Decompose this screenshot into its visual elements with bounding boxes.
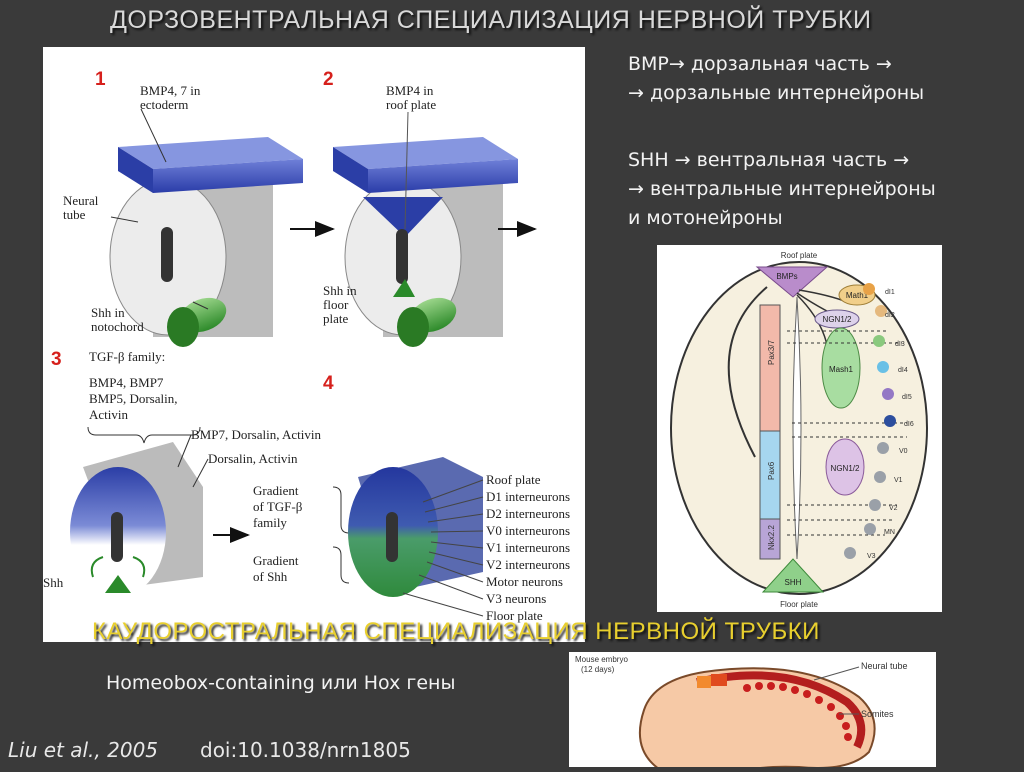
ngn12-bottom-label: NGN1/2: [831, 464, 860, 473]
bmp-description: BMP→ дорзальная часть → → дорзальные инт…: [628, 50, 1018, 108]
p4-gradient-1: of TGF-β: [253, 499, 303, 514]
p4-level-1: D1 interneurons: [486, 489, 570, 504]
p1-shh-label-1: Shh in: [91, 305, 125, 320]
class-v3: V3: [867, 553, 876, 560]
p1-bmp-label-1: BMP4, 7 in: [140, 83, 201, 98]
class-di5: dI5: [902, 394, 912, 401]
nkx22-label: Nkx2.2: [767, 525, 776, 550]
p1-shh-label-2: notochord: [91, 319, 144, 334]
slide-title: ДОРЗОВЕНТРАЛЬНАЯ СПЕЦИАЛИЗАЦИЯ НЕРВНОЙ Т…: [110, 6, 871, 35]
p3-family-1: BMP4, BMP7: [89, 375, 164, 390]
embryo-diagram: Mouse embryo (12 days) Neural tube Somit…: [569, 652, 936, 767]
class-v2: V2: [889, 505, 898, 512]
p4-level-2: D2 interneurons: [486, 506, 570, 521]
p2-bmp-label-1: BMP4 in: [386, 83, 434, 98]
class-di6: dI6: [904, 421, 914, 428]
class-v1: V1: [894, 477, 903, 484]
pax37-label: Pax3/7: [767, 340, 776, 365]
roof-plate-label: Roof plate: [781, 251, 818, 260]
text-line-5: и мотонейроны: [628, 204, 1018, 233]
ngn12-top-label: NGN1/2: [823, 315, 852, 324]
panel-number-1: 1: [95, 69, 106, 90]
class-mn: MN: [884, 529, 895, 536]
panel-number-3: 3: [51, 349, 62, 370]
p4-gradient-4: of Shh: [253, 569, 288, 584]
bmps-label: BMPs: [776, 272, 797, 281]
floor-plate-label: Floor plate: [780, 600, 818, 609]
citation-authors: Liu et al., 2005: [8, 738, 158, 762]
p2-shh-label-3: plate: [323, 311, 348, 326]
p4-gradient-2: family: [253, 515, 287, 530]
domain-diagram: Roof plate Floor plate BMPs SHH Pax3/7 P…: [657, 245, 942, 612]
domain-diagram-panel: Roof plate Floor plate BMPs SHH Pax3/7 P…: [657, 245, 942, 612]
p1-tube-label-2: tube: [63, 207, 86, 222]
p4-level-0: Roof plate: [486, 472, 541, 487]
embryo-caption-2: (12 days): [581, 665, 615, 674]
p1-bmp-label-2: ectoderm: [140, 97, 188, 112]
neural-tube-figure: 1 BMP4, 7 in ectoderm Neural tube Shh in…: [43, 47, 585, 642]
p2-shh-label-2: floor: [323, 297, 349, 312]
embryo-panel: Mouse embryo (12 days) Neural tube Somit…: [569, 652, 936, 767]
p3-shh-label: Shh: [43, 575, 64, 590]
figure-panel: 1 BMP4, 7 in ectoderm Neural tube Shh in…: [43, 47, 585, 642]
p4-level-5: V2 interneurons: [486, 557, 570, 572]
p3-label-bmp7: BMP7, Dorsalin, Activin: [191, 427, 322, 442]
class-v0: V0: [899, 448, 908, 455]
class-di2: dI2: [885, 312, 895, 319]
p3-family-2: BMP5, Dorsalin,: [89, 391, 177, 406]
text-line-2: → дорзальные интернейроны: [628, 79, 1018, 108]
p3-family-0: TGF-β family:: [89, 349, 165, 364]
text-line-1: BMP→ дорзальная часть →: [628, 50, 1018, 79]
p4-level-6: Motor neurons: [486, 574, 563, 589]
class-di1: dI1: [885, 289, 895, 296]
p4-level-7: V3 neurons: [486, 591, 546, 606]
mash1-label: Mash1: [829, 365, 854, 374]
text-line-3: SHH → вентральная часть →: [628, 146, 1018, 175]
p1-tube-label-1: Neural: [63, 193, 99, 208]
p4-gradient-0: Gradient: [253, 483, 299, 498]
shh-label: SHH: [785, 578, 802, 587]
embryo-label-somites: Somites: [861, 709, 894, 719]
panel-2-diagram: BMP4 in roof plate Shh in floor plate: [323, 83, 518, 347]
embryo-label-neural-tube: Neural tube: [861, 661, 908, 671]
citation-doi: doi:10.1038/nrn1805: [200, 738, 411, 762]
pax6-label: Pax6: [767, 461, 776, 480]
shh-description: SHH → вентральная часть → → вентральные …: [628, 146, 1018, 233]
panel-4-diagram: Gradient of TGF-β family Gradient of Shh: [253, 457, 570, 623]
p3-family-3: Activin: [89, 407, 128, 422]
panel-number-4: 4: [323, 373, 334, 394]
p4-level-3: V0 interneurons: [486, 523, 570, 538]
panel-number-2: 2: [323, 69, 334, 90]
p2-shh-label-1: Shh in: [323, 283, 357, 298]
panel-1-diagram: BMP4, 7 in ectoderm Neural tube Shh in n…: [63, 83, 303, 347]
hox-text: Homeobox-containing или Hox гены: [106, 672, 455, 694]
class-di4: dI4: [898, 367, 908, 374]
p4-level-4: V1 interneurons: [486, 540, 570, 555]
embryo-caption-1: Mouse embryo: [575, 655, 628, 664]
p2-bmp-label-2: roof plate: [386, 97, 436, 112]
text-line-4: → вентральные интернейроны: [628, 175, 1018, 204]
pax37-bar: [760, 305, 780, 431]
subtitle: КАУДОРОСТРАЛЬНАЯ СПЕЦИАЛИЗАЦИЯ НЕРВНОЙ Т…: [92, 618, 820, 646]
p4-gradient-3: Gradient: [253, 553, 299, 568]
p3-label-dorsalin: Dorsalin, Activin: [208, 451, 298, 466]
class-di3: dI3: [895, 341, 905, 348]
